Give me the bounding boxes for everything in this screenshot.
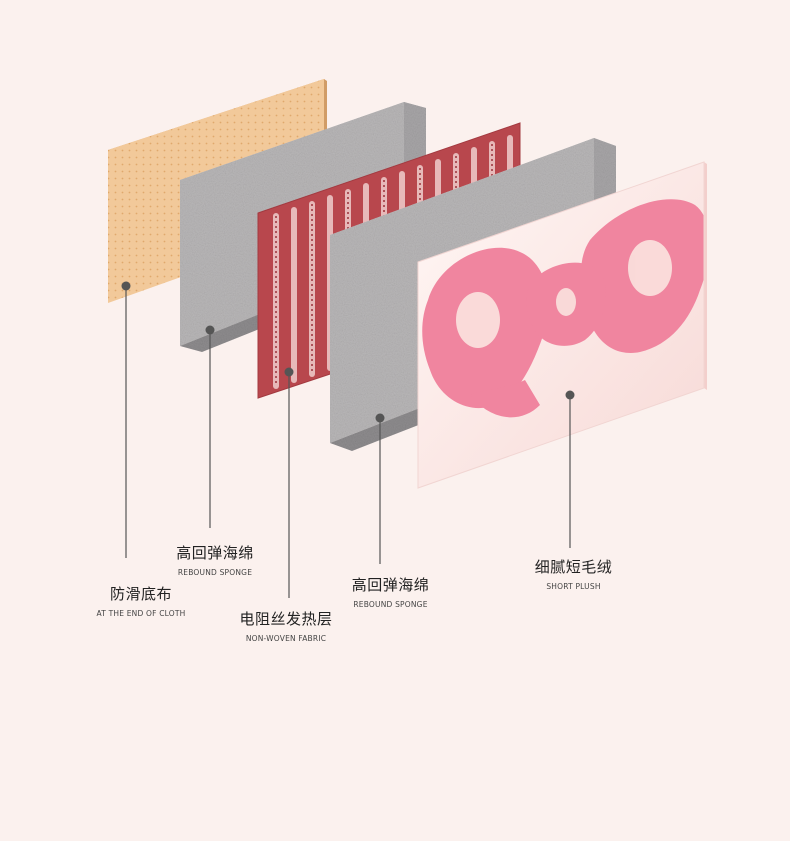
label-rebound-sponge-2-cn: 高回弹海绵	[351, 576, 430, 594]
label-non-slip-base-en: AT THE END OF CLOTH	[96, 609, 186, 618]
label-rebound-sponge-1: 高回弹海绵 REBOUND SPONGE	[160, 542, 270, 577]
dot-base-cloth	[121, 281, 131, 291]
dot-heating	[284, 367, 294, 377]
label-heating-layer-en: NON-WOVEN FABRIC	[245, 634, 327, 643]
label-short-plush: 细腻短毛绒 SHORT PLUSH	[516, 556, 631, 591]
label-rebound-sponge-2: 高回弹海绵 REBOUND SPONGE	[333, 574, 448, 609]
label-non-slip-base: 防滑底布 AT THE END OF CLOTH	[86, 583, 196, 618]
short-plush-layer	[417, 161, 707, 489]
dot-sponge-1	[205, 325, 215, 335]
label-short-plush-cn: 细腻短毛绒	[534, 558, 613, 576]
label-rebound-sponge-1-en: REBOUND SPONGE	[177, 568, 253, 577]
leader-lines	[125, 286, 571, 598]
dot-sponge-2	[375, 413, 385, 423]
label-heating-layer: 电阻丝发热层 NON-WOVEN FABRIC	[226, 608, 346, 643]
label-rebound-sponge-1-cn: 高回弹海绵	[176, 544, 254, 562]
label-heating-layer-cn: 电阻丝发热层	[239, 610, 333, 628]
dot-plush	[565, 390, 575, 400]
leader-dots	[121, 281, 575, 423]
label-non-slip-base-cn: 防滑底布	[109, 585, 172, 603]
label-rebound-sponge-2-en: REBOUND SPONGE	[353, 600, 428, 609]
label-short-plush-en: SHORT PLUSH	[546, 582, 601, 591]
